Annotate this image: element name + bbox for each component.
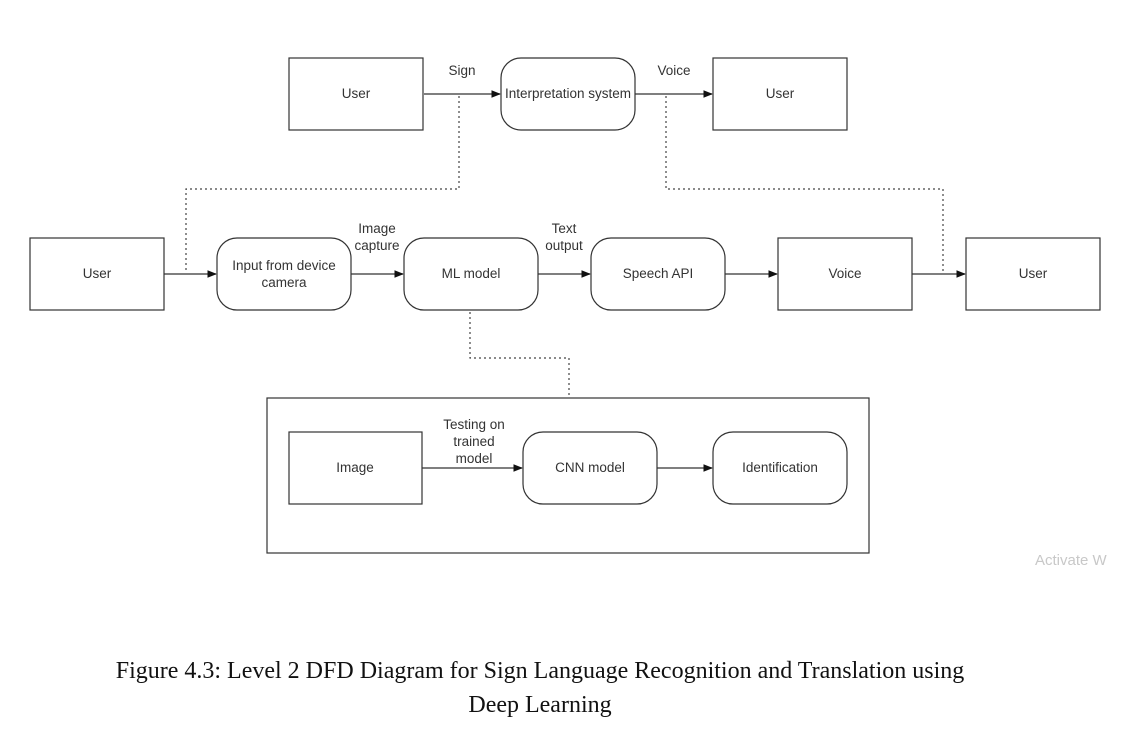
label-cnn-model: CNN model	[555, 460, 625, 475]
node-identification	[712, 431, 848, 505]
caption-line-1: Figure 4.3: Level 2 DFD Diagram for Sign…	[115, 658, 965, 684]
caption-line-2: Deep Learning	[468, 692, 612, 718]
flow-label-image-capture-2: capture	[354, 238, 399, 253]
dotted-link-voice-to-user	[665, 96, 944, 273]
label-top-user-right: User	[766, 86, 795, 101]
label-speech-api: Speech API	[623, 266, 694, 281]
label-identification: Identification	[742, 460, 818, 475]
node-ml-model	[403, 237, 539, 311]
node-user-right	[965, 237, 1101, 311]
figure-caption: Figure 4.3: Level 2 DFD Diagram for Sign…	[0, 654, 1080, 722]
node-cnn-model	[522, 431, 658, 505]
node-user-left	[29, 237, 165, 311]
node-speech-api	[590, 237, 726, 311]
flow-label-text-output-1: Text	[552, 221, 577, 236]
node-interpretation-system	[500, 57, 636, 131]
node-input-from-camera	[216, 237, 352, 311]
flow-label-text-output-2: output	[545, 238, 583, 253]
label-user-left: User	[83, 266, 112, 281]
flow-label-voice: Voice	[657, 63, 690, 78]
label-user-right: User	[1019, 266, 1048, 281]
label-input-line2: camera	[261, 275, 307, 290]
dotted-link-ml-to-subprocess	[469, 312, 570, 398]
flow-label-testing-2: trained	[453, 434, 494, 449]
node-image	[288, 431, 423, 505]
label-ml-model: ML model	[442, 266, 501, 281]
label-top-user-left: User	[342, 86, 371, 101]
label-voice: Voice	[828, 266, 861, 281]
dotted-link-sign-to-input	[185, 96, 460, 273]
node-top-user-left	[288, 57, 424, 131]
node-voice	[777, 237, 913, 311]
label-input-line1: Input from device	[232, 258, 336, 273]
label-interpretation-system: Interpretation system	[505, 86, 631, 101]
flow-label-testing-1: Testing on	[443, 417, 505, 432]
activate-windows-watermark: Activate W	[1035, 552, 1107, 569]
flow-label-testing-3: model	[456, 451, 493, 466]
flow-label-image-capture-1: Image	[358, 221, 396, 236]
flow-label-sign: Sign	[448, 63, 475, 78]
label-image: Image	[336, 460, 374, 475]
node-top-user-right	[712, 57, 848, 131]
